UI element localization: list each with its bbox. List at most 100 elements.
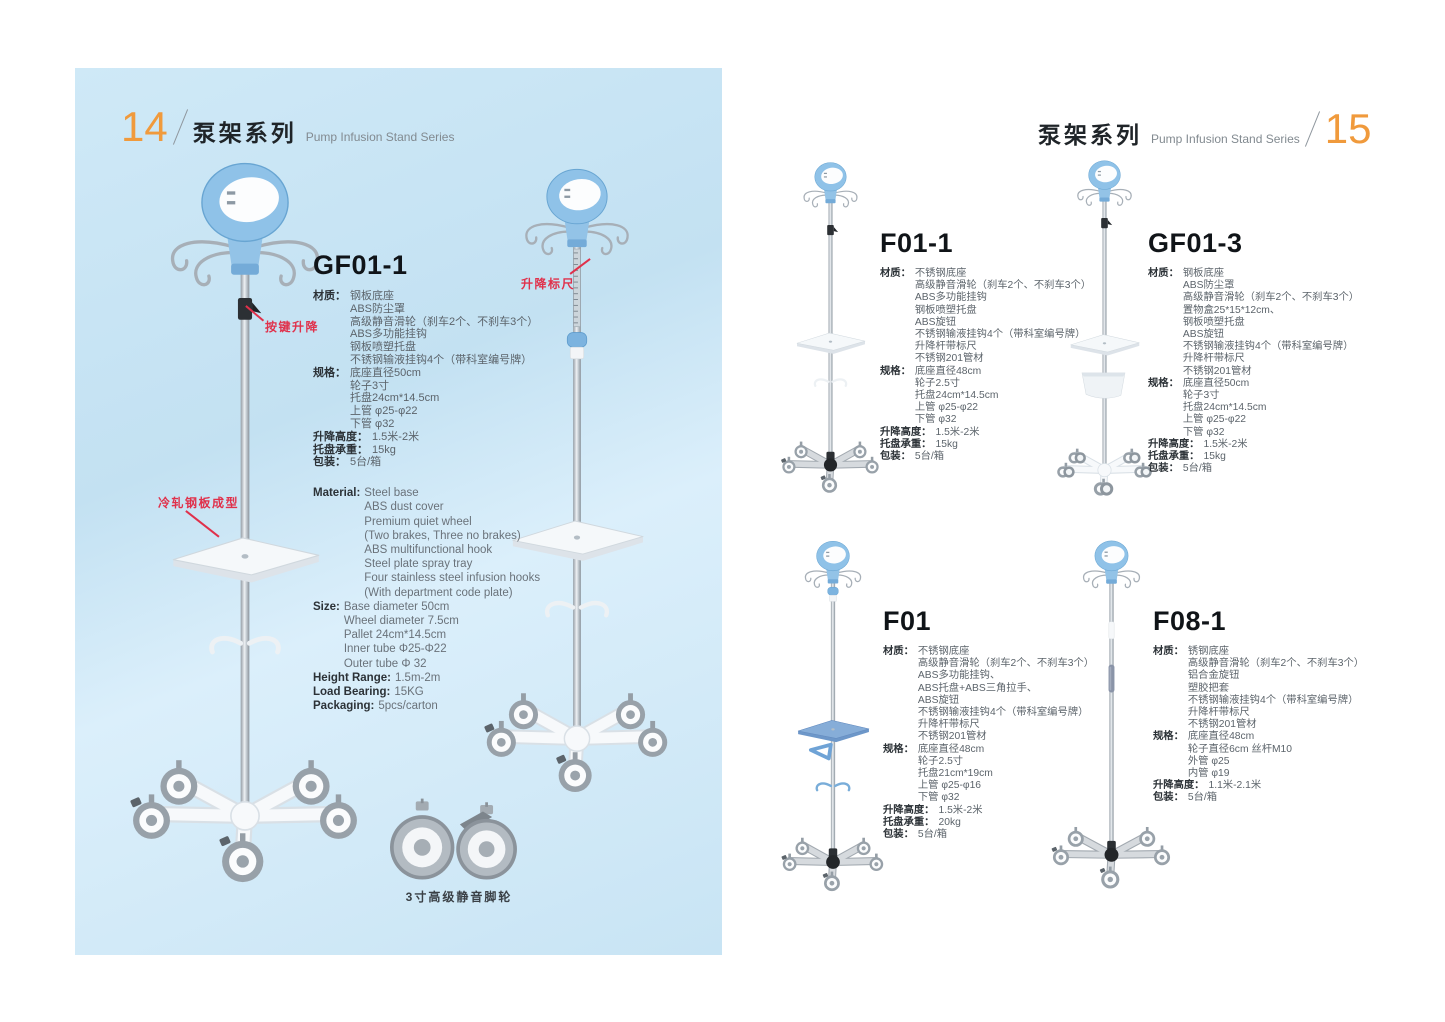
base [781,441,879,493]
tray [796,332,866,354]
spec-values: 1.5m-2m [394,671,441,684]
spec-group: 升降高度：1.5米-2米 [1148,439,1383,451]
spec-values: 锈钢底座高级静音滑轮（刹车2个、不刹车3个）铝合金旋钮塑胶把套不锈钢输液挂钩4个… [1187,646,1365,731]
clamp [827,225,834,236]
pump-head [803,162,858,208]
base [484,693,668,793]
product-info-f08-1: F08-1 材质：锈钢底座高级静音滑轮（刹车2个、不刹车3个）铝合金旋钮塑胶把套… [1153,606,1388,805]
pump-head [1077,160,1132,206]
spec-label: 托盘承重： [1148,451,1200,463]
product-photo-f01-1 [763,152,898,507]
spec-label: Packaging: [313,700,375,713]
spec-values: 1.5米-2米 [1203,438,1248,450]
specs-zh: 材质：不锈钢底座高级静音滑轮（刹车2个、不刹车3个）ABS多功能挂钩钢板喷塑托盘… [880,268,1115,463]
spec-group: 升降高度：1.1米-2.1米 [1153,780,1388,792]
spec-label: 托盘承重： [313,443,368,456]
slash-divider [172,109,188,145]
pump-head [525,168,629,256]
page-number-left: 14 [121,103,168,150]
stand-illustration [484,168,668,793]
spec-group: 升降高度：1.5米-2米 [313,431,558,444]
spec-label: 升降高度： [880,426,932,438]
spec-group: 材质：不锈钢底座高级静音滑轮（刹车2个、不刹车3个）ABS多功能挂钩、ABS托盘… [883,646,1118,744]
spec-values: 5台/箱 [350,456,382,469]
spec-label: 规格： [1153,731,1184,743]
spec-group: 托盘承重：15kg [313,444,558,457]
pump-head [171,162,319,287]
basket [1081,372,1126,399]
grip [1108,664,1115,693]
tray [512,520,644,561]
spec-label: 规格： [883,743,914,755]
spec-values: 1.5米-2米 [935,426,980,438]
clamp [237,298,253,320]
spec-values: 不锈钢底座高级静音滑轮（刹车2个、不刹车3个）ABS多功能挂钩、ABS托盘+AB… [917,646,1095,743]
stand-illustration [781,540,884,892]
spec-label: 材质： [313,290,346,302]
spec-label: 规格： [880,365,911,377]
spec-label: 升降高度： [313,430,368,443]
spec-values: 20kg [938,816,961,828]
tray [172,537,320,583]
spec-group: 包装：5台/箱 [1148,463,1383,475]
series-title-en: Pump Infusion Stand Series [305,130,455,144]
base [1057,448,1152,496]
product-info-f01-1: F01-1 材质：不锈钢底座高级静音滑轮（刹车2个、不刹车3个）ABS多功能挂钩… [880,228,1115,463]
spec-label: 包装： [313,456,346,469]
spec-label: 托盘承重： [880,438,932,450]
spec-label: 包装： [880,451,911,463]
spec-values: 15kg [935,438,958,450]
spec-label: Material: [313,487,361,500]
spec-values: 1.5米-2米 [938,804,983,816]
slash-divider [1304,111,1320,147]
model-title: F01 [883,606,932,636]
model-title: GF01-3 [1148,228,1243,258]
spec-values: 5pcs/carton [378,700,438,713]
page-left: 14 泵架系列 Pump Infusion Stand Series [75,68,722,955]
pump-head [804,540,862,588]
spec-values: 15KG [394,686,424,698]
annotation-cold-rolled: 冷轧钢板成型 [158,496,240,510]
spec-values: 5台/箱 [1182,463,1213,475]
stand-illustration [1051,540,1171,889]
annotation-lift-scale: 升降标尺 [521,277,576,291]
model-title: F01-1 [880,228,954,258]
page-right-header: 泵架系列 Pump Infusion Stand Series 15 [1038,108,1371,150]
spec-values: 15kg [1203,451,1226,463]
pump-head [1082,540,1141,589]
page-left-header: 14 泵架系列 Pump Infusion Stand Series [121,106,454,148]
spec-label: 材质： [1148,268,1179,279]
product-photo-f01 [763,528,903,898]
triangle-handle [808,742,833,761]
spec-group: 托盘承重：15kg [1148,451,1383,463]
spec-group: Packaging:5pcs/carton [313,699,558,713]
product-photo-gf01-1-side [477,148,677,828]
clamp [1101,217,1108,229]
spec-label: 规格： [313,366,346,379]
spec-label: 材质： [1153,646,1184,657]
stand-illustration [781,162,879,493]
spec-group: 托盘承重：15kg [880,439,1115,451]
spec-group: 升降高度：1.5米-2米 [880,427,1115,439]
spec-label: 升降高度： [1148,438,1200,450]
spec-label: 材质： [883,646,914,657]
spec-group: 材质：不锈钢底座高级静音滑轮（刹车2个、不刹车3个）ABS多功能挂钩钢板喷塑托盘… [880,268,1115,366]
spec-group: 包装： 5台/箱 [313,456,558,469]
spec-label: 托盘承重： [883,816,935,828]
spec-values: 5台/箱 [1187,792,1218,804]
lift-knob [566,332,588,348]
spec-label: Size: [313,600,340,613]
